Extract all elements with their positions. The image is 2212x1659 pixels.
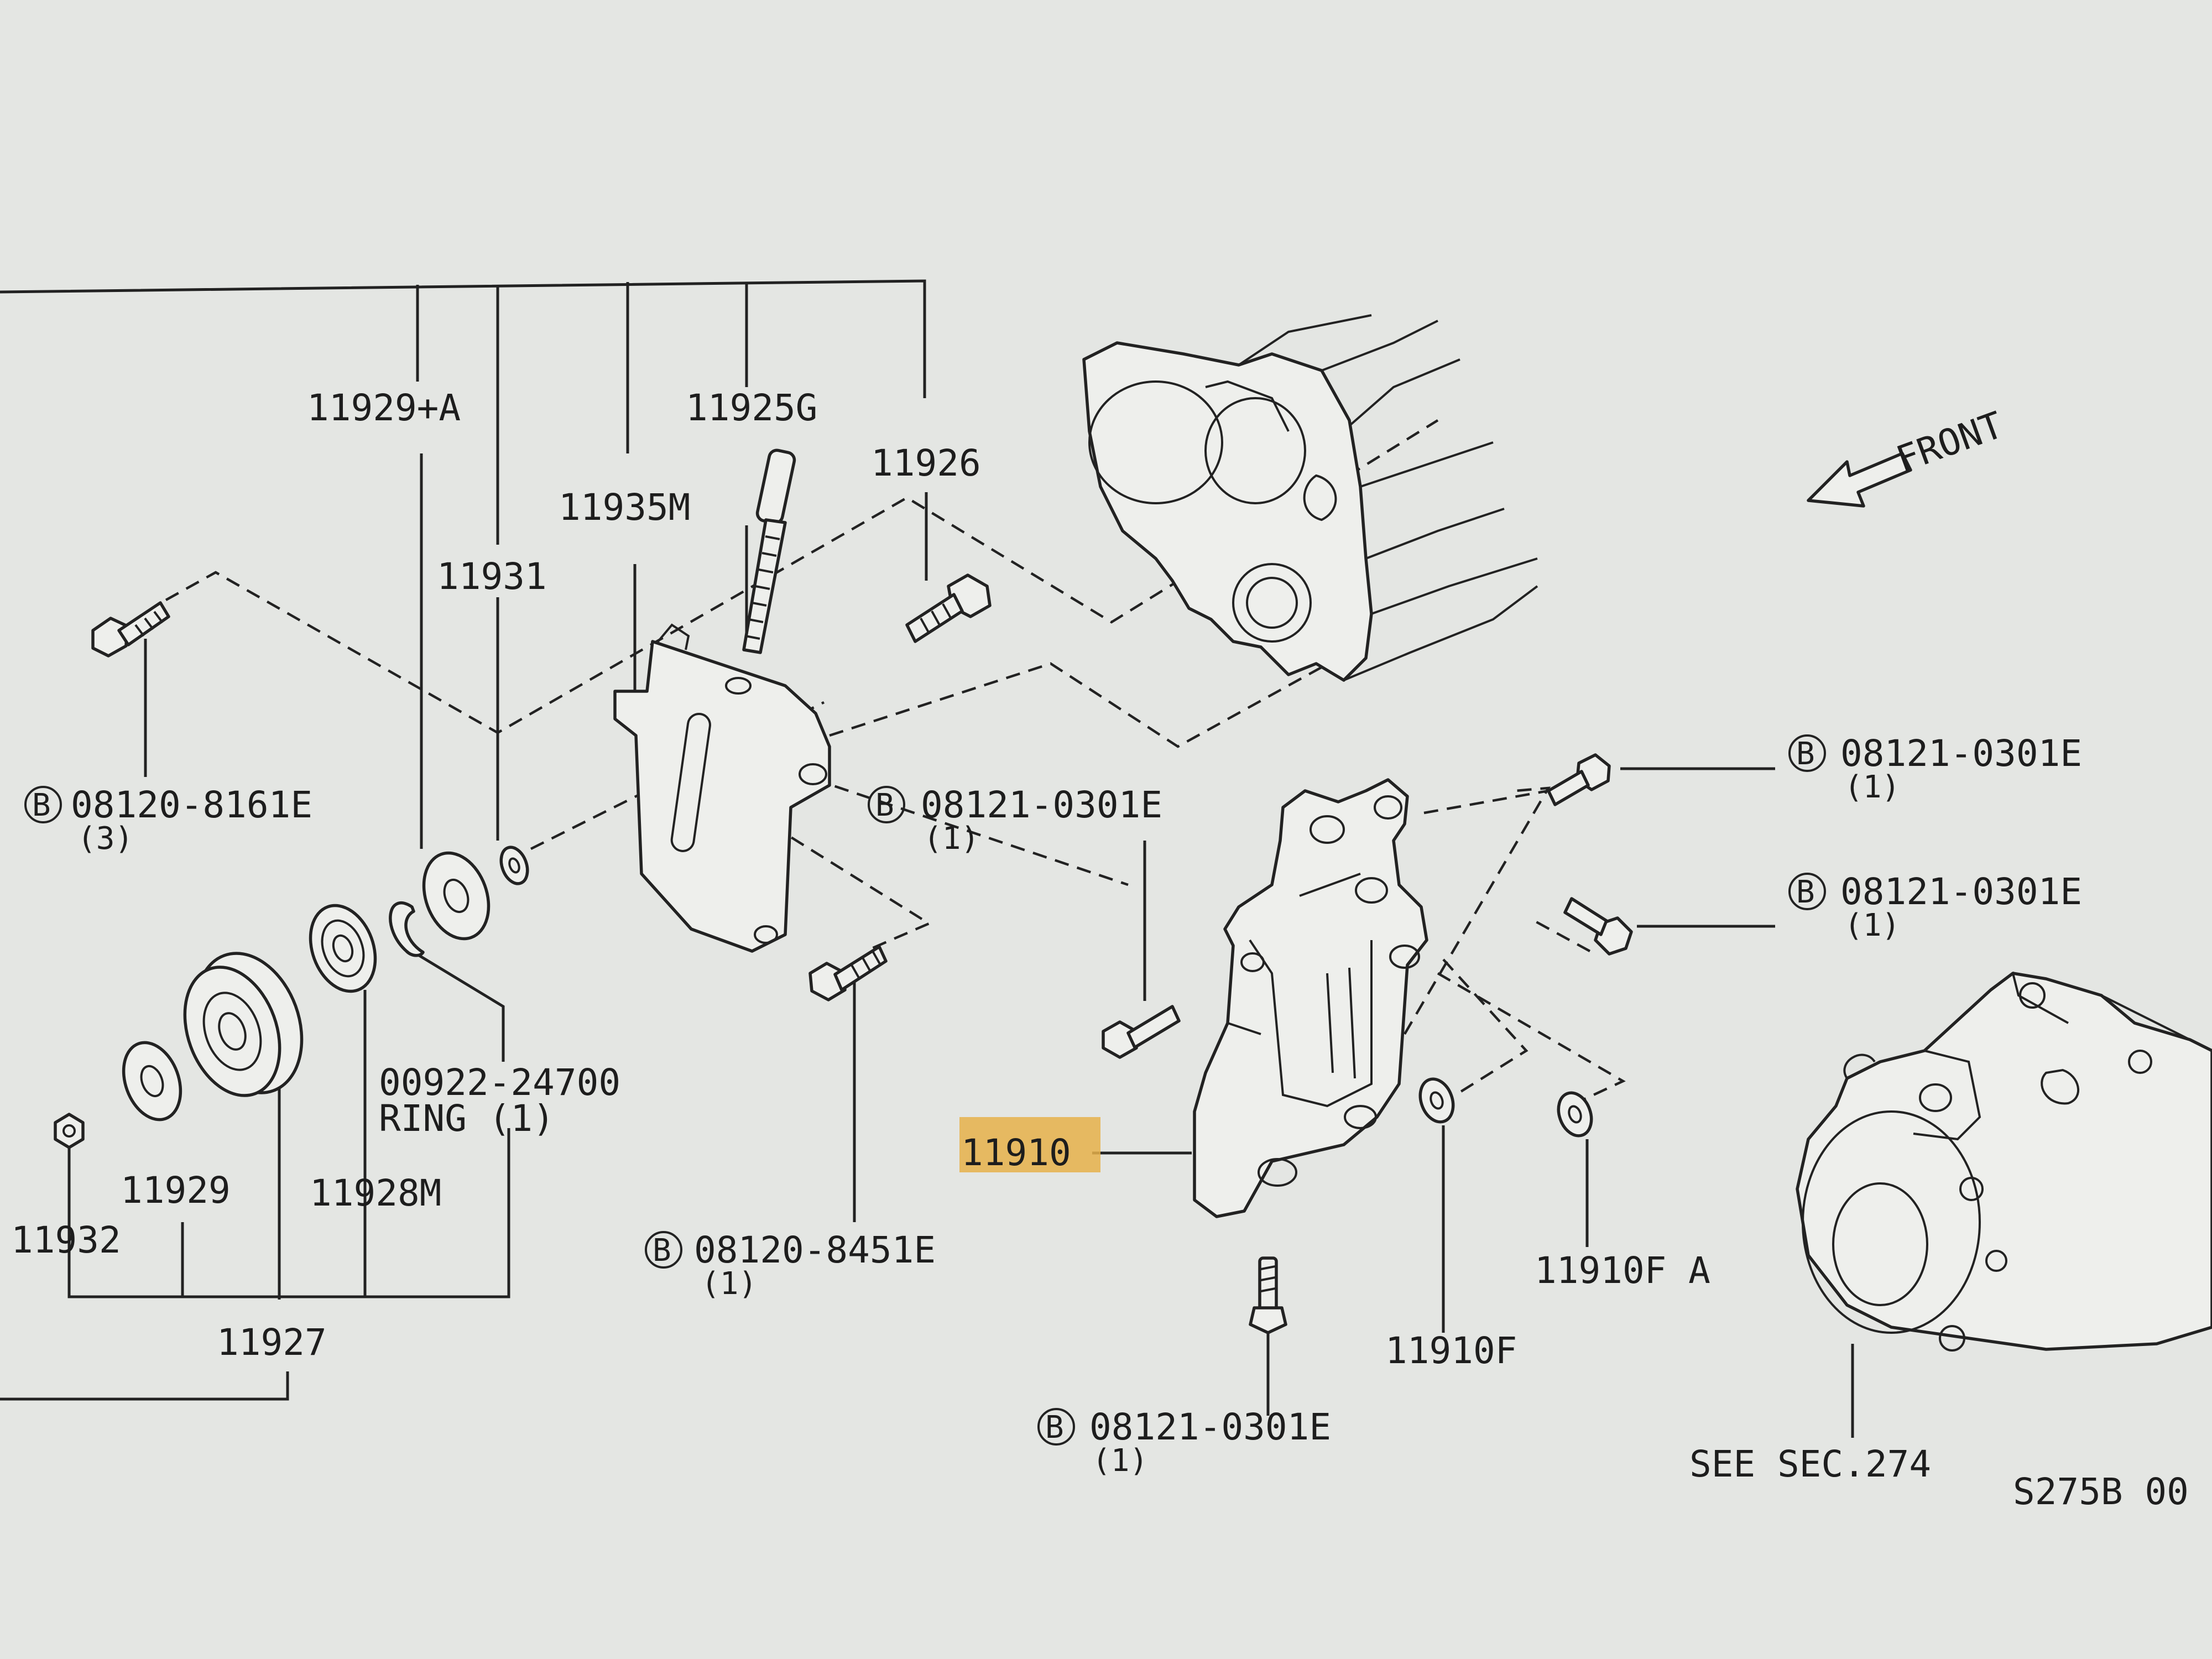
label-ring: RING (1): [379, 1097, 555, 1140]
leader-lines-left: [0, 279, 928, 1401]
label-08121-0301e-right-qty: (1): [1844, 907, 1900, 943]
mount-bracket-drawing: [1193, 778, 1428, 1218]
label-11932: 11932: [11, 1219, 121, 1261]
label-08120-8161e-qty: (3): [77, 821, 133, 857]
front-label: FRONT: [1891, 404, 2008, 481]
label-see-sec-274: SEE SEC.274: [1689, 1443, 1931, 1485]
label-08121-0301e-bottom-qty: (1): [1092, 1443, 1148, 1479]
bolt-marker-0301e-right: [1788, 873, 1826, 910]
label-11925g: 11925G: [686, 387, 817, 429]
label-08120-8451e-qty: (1): [701, 1266, 757, 1302]
label-08121-0301e-bottom: 08121-0301E: [1089, 1406, 1331, 1448]
leader-lines-right: [1092, 767, 1854, 1438]
part-labels: 11929+A 11925G 11926 11935M 11931 B 0812…: [11, 387, 2189, 1513]
label-08121-0301e-mid-qty: (1): [924, 821, 979, 857]
bolt-marker-0301e-bottom-letter: B: [1045, 1410, 1064, 1446]
bolt-11926-drawing: [905, 573, 992, 643]
bolt-marker-0301e-right-letter: B: [1796, 874, 1815, 910]
adjust-bolt-drawing: [742, 448, 796, 654]
label-00922-24700: 00922-24700: [379, 1061, 620, 1104]
label-11929a: 11929+A: [307, 387, 461, 429]
highlight-11910: [959, 1117, 1100, 1172]
label-11910: 11910: [961, 1131, 1071, 1174]
compressor-drawing: [1796, 971, 2212, 1352]
bolt-8451e-drawing: [808, 945, 888, 1001]
bolt-marker-8451e: [645, 1231, 682, 1269]
label-08120-8451e: 08120-8451E: [694, 1229, 936, 1271]
tensioner-bracket-drawing: [613, 623, 831, 953]
bolt-marker-0301e-mid: [868, 786, 905, 823]
bolt-marker-0301e-top: [1788, 734, 1826, 772]
bolt-marker-8451e-letter: B: [653, 1233, 671, 1269]
bolt-marker-0301e-mid-letter: B: [875, 787, 894, 823]
front-arrow: FRONT: [1807, 404, 2008, 508]
label-11928m: 11928M: [310, 1172, 441, 1214]
engine-block-drawing: [1082, 314, 1538, 682]
label-11926: 11926: [871, 442, 981, 484]
label-11935m: 11935M: [559, 486, 690, 529]
label-11931: 11931: [437, 555, 547, 598]
label-11910f: 11910F: [1385, 1329, 1517, 1372]
bolt-8161e-drawing: [91, 601, 170, 658]
bolt-marker-0301e-top-letter: B: [1796, 736, 1815, 772]
label-11910fa: 11910F A: [1535, 1249, 1710, 1292]
pulley-stack-drawing: [54, 846, 529, 1149]
label-08121-0301e-top: 08121-0301E: [1840, 732, 2082, 775]
bolt-marker-8161e: [24, 786, 62, 823]
mount-bolts-drawing: [1102, 753, 1633, 1334]
label-08121-0301e-right: 08121-0301E: [1840, 870, 2082, 913]
bolt-marker-8161e-letter: B: [32, 787, 51, 823]
label-08121-0301e-mid: 08121-0301E: [921, 784, 1162, 826]
label-08121-0301e-top-qty: (1): [1844, 769, 1900, 805]
label-diagram-code: S275B 00: [2013, 1470, 2189, 1513]
label-11927: 11927: [217, 1321, 327, 1364]
bolt-marker-0301e-bottom: [1037, 1408, 1075, 1446]
label-11929: 11929: [121, 1169, 231, 1212]
label-08120-8161e: 08120-8161E: [71, 784, 312, 826]
